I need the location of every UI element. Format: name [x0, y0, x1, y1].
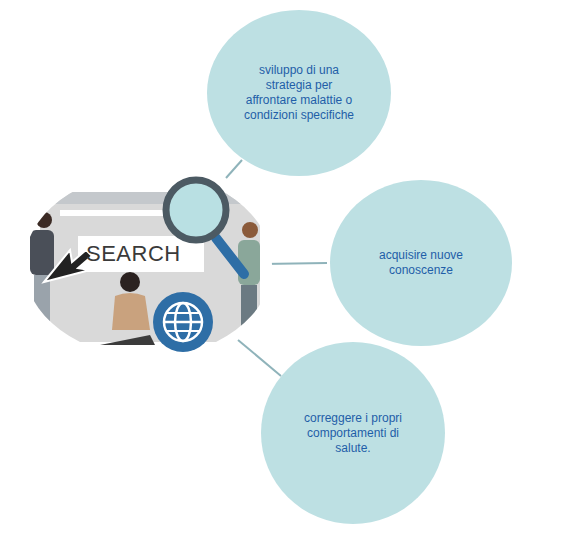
- leader-line: [238, 340, 281, 376]
- topic-circle: correggere i propri comportamenti di sal…: [261, 342, 445, 524]
- search-label: SEARCH: [86, 241, 181, 267]
- leader-line: [226, 160, 242, 178]
- magnifier-handle: [216, 238, 244, 274]
- topic-circle: sviluppo di una strategia per affrontare…: [207, 10, 391, 176]
- topic-circle: acquisire nuove conoscenze: [330, 180, 512, 346]
- search-illustration: [20, 170, 280, 360]
- circle-text: correggere i propri comportamenti di sal…: [293, 411, 413, 456]
- circle-text: acquisire nuove conoscenze: [366, 248, 476, 278]
- circle-text: sviluppo di una strategia per affrontare…: [239, 63, 359, 123]
- magnifier-lens: [166, 180, 226, 240]
